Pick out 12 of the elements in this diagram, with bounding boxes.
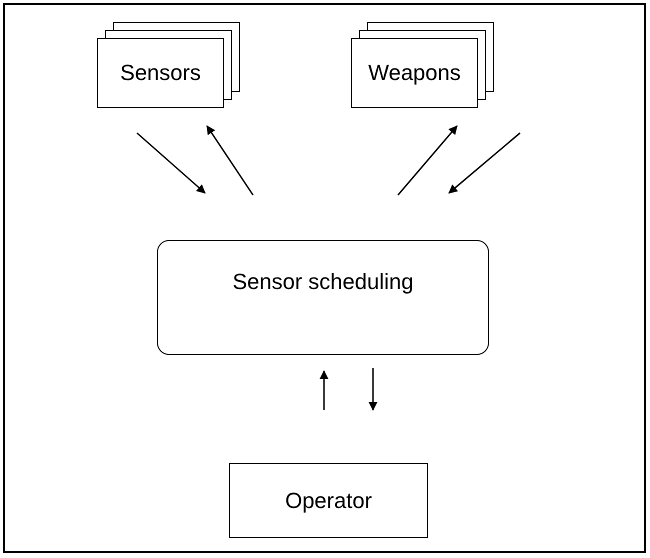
arrow [320,370,328,410]
node-label: Sensors [120,60,201,86]
arrow [136,132,206,194]
process-box [157,240,489,355]
node-label: Operator [285,488,372,514]
arrow [368,368,378,411]
node-label: Weapons [368,60,461,86]
node-label: Sensor scheduling [232,269,414,295]
arrow [448,132,520,194]
actor-box [229,463,428,538]
arrow [206,125,254,196]
arrow [397,125,458,196]
